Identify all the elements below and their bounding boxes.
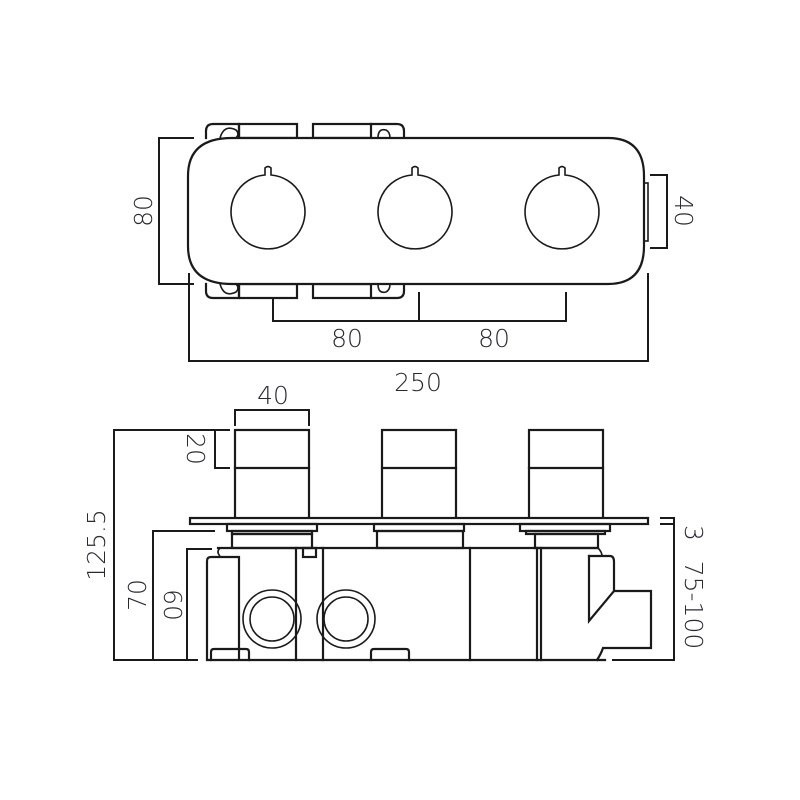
inlet-right (316, 589, 376, 649)
dim-spacing-left-label: 80 (331, 324, 363, 353)
bezels (225, 522, 612, 536)
dim-installation-depth-label: 75-100 (679, 561, 708, 650)
handle-left (230, 165, 306, 250)
dim-cartridge-depth-label: 40 (669, 195, 698, 227)
dim-body-60: 60 (158, 548, 212, 660)
dim-overall-projection-label: 125.5 (82, 509, 111, 581)
handle-profile-middle (380, 428, 458, 524)
dim-handle-width: 40 (234, 381, 310, 426)
front-view: 80 40 80 80 250 (129, 122, 698, 397)
mounting-lugs-top (204, 122, 406, 140)
dim-body-60-label: 60 (158, 589, 187, 621)
dim-plate-height-label: 80 (129, 195, 158, 227)
handle-profile-right (527, 428, 605, 524)
dim-cartridge-depth: 40 (650, 174, 698, 249)
dim-overall-width: 250 (188, 273, 649, 397)
dim-overall-projection: 125.5 (82, 429, 230, 661)
valve-body (205, 529, 653, 662)
mounting-lugs-bottom (204, 282, 406, 300)
dim-spacing-right-label: 80 (478, 324, 510, 353)
handle-right (524, 165, 600, 250)
side-view: 40 20 125.5 70 60 3 75-100 (82, 381, 708, 662)
dim-handle-cap-label: 20 (181, 433, 210, 465)
dim-plate-thickness-label: 3 (679, 525, 708, 541)
dim-body-70: 70 (123, 530, 215, 660)
dim-body-70-label: 70 (123, 579, 152, 611)
dim-handle-width-label: 40 (257, 381, 289, 410)
faceplate-outline (186, 136, 646, 286)
side-outlet (643, 182, 649, 242)
handle-middle (377, 165, 453, 250)
inlet-left (242, 589, 302, 649)
dim-handle-spacing: 80 80 (272, 292, 567, 353)
dim-installation-depth: 3 75-100 (612, 517, 708, 661)
dim-handle-cap: 20 (181, 429, 230, 469)
dim-overall-width-label: 250 (394, 368, 442, 397)
handle-profile-left (233, 428, 311, 524)
dim-plate-height: 80 (129, 137, 194, 285)
